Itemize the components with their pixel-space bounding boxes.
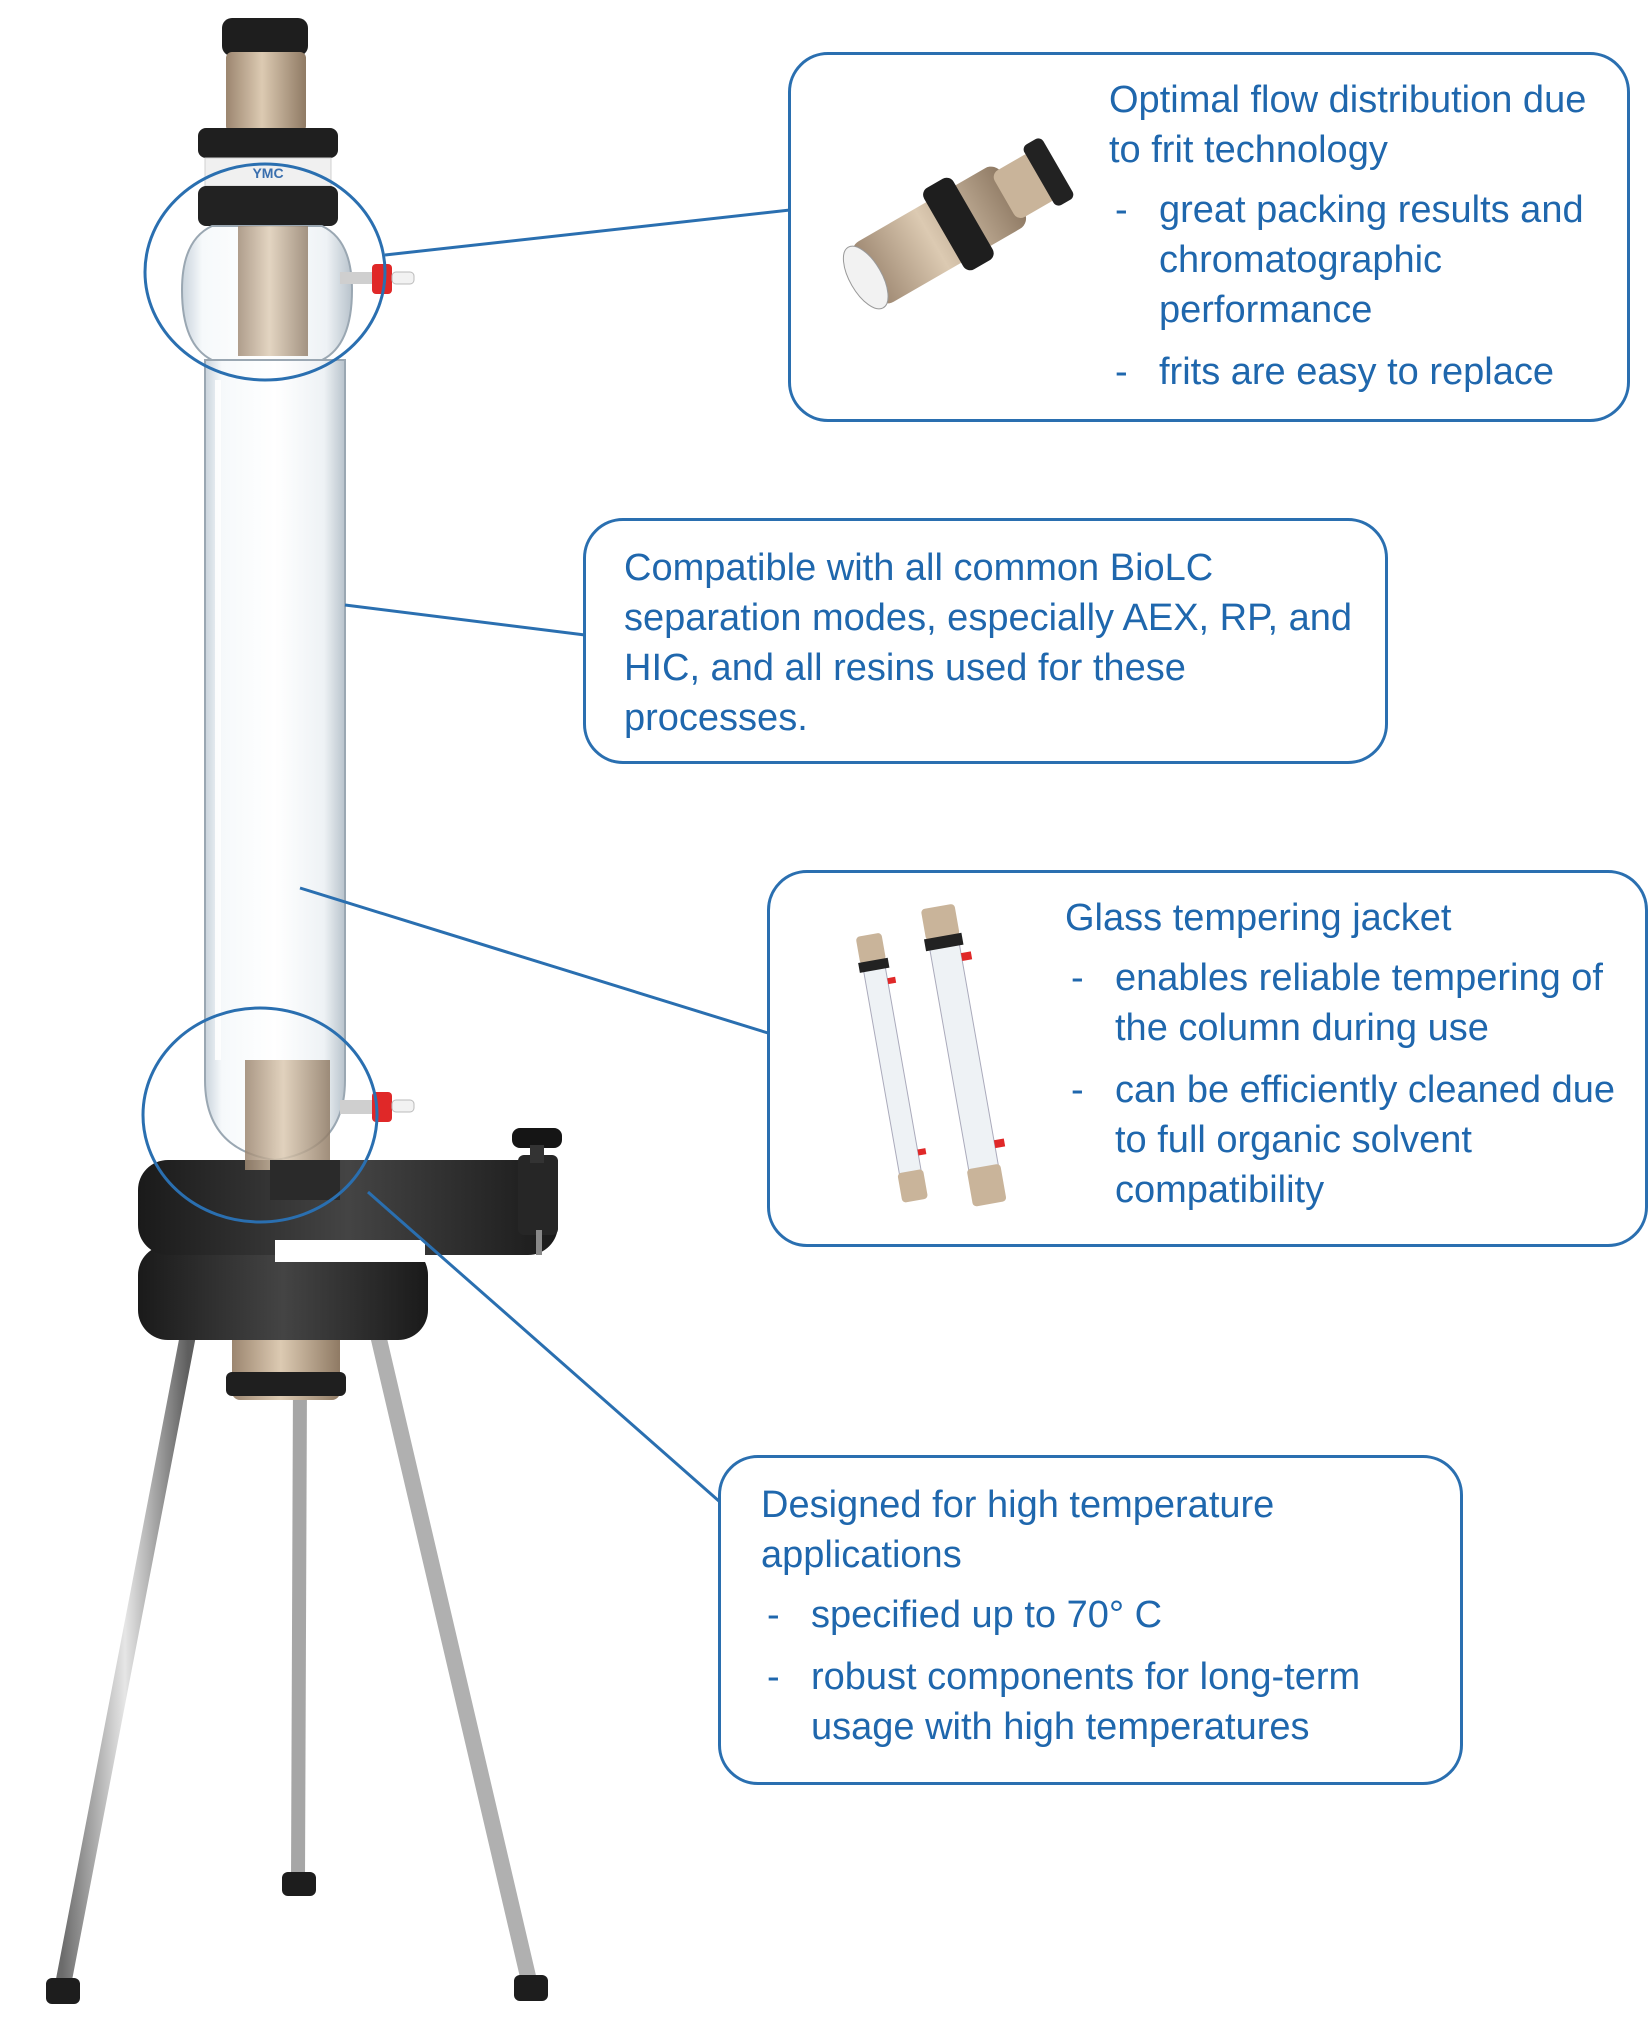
base-upper-ring <box>138 1160 558 1255</box>
tripod-legs <box>46 1327 548 2004</box>
temperature-bullet-2: robust components for long-term usage wi… <box>761 1652 1451 1752</box>
top-ring-1 <box>198 128 338 158</box>
temperature-bullets: specified up to 70° C robust components … <box>761 1590 1451 1752</box>
upper-red-port <box>372 264 392 294</box>
upper-side-tube <box>340 272 374 284</box>
clamp-pin <box>536 1230 542 1255</box>
leader-line-jacket <box>299 886 769 1035</box>
jacket-bullets: enables reliable tempering of the column… <box>1065 953 1635 1215</box>
leader-line-compat <box>344 603 586 637</box>
top-cap <box>222 18 308 56</box>
leader-line-frit <box>384 208 791 257</box>
highlight-circle-top <box>143 162 387 382</box>
leader-line-temperature <box>367 1190 721 1504</box>
leg-right <box>370 1327 538 1993</box>
base-label-band <box>275 1240 425 1262</box>
column-base <box>138 1128 562 1340</box>
lower-side-tube <box>340 1100 380 1114</box>
base-lower-ring <box>138 1245 428 1340</box>
leg-left <box>54 1327 196 1998</box>
base-clamp-arm <box>518 1155 558 1235</box>
frit-title: Optimal flow distribution due to frit te… <box>1109 79 1587 171</box>
glass-column <box>204 359 415 1200</box>
jacket-title: Glass tempering jacket <box>1065 897 1452 939</box>
compat-text: Compatible with all common BioLC separat… <box>624 547 1353 739</box>
foot-right <box>514 1975 548 2001</box>
lower-white-barb <box>391 1099 415 1113</box>
frit-bullet-2: frits are easy to replace <box>1109 347 1619 397</box>
frit-bullet-1: great packing results and chromatographi… <box>1109 185 1619 335</box>
highlight-circle-bottom <box>141 1006 379 1224</box>
lower-frit-adapter <box>245 1060 330 1170</box>
glass-tube <box>204 359 346 1162</box>
lower-nut <box>270 1160 340 1200</box>
callout-temperature: Designed for high temperature applicatio… <box>718 1455 1463 1785</box>
callout-frit: Optimal flow distribution due to frit te… <box>788 52 1630 422</box>
temperature-title: Designed for high temperature applicatio… <box>761 1484 1275 1576</box>
clamp-knob-stem <box>530 1145 544 1163</box>
foot-back <box>282 1872 316 1896</box>
top-assembly: YMC <box>180 18 415 361</box>
brand-label: YMC <box>252 165 283 181</box>
callout-jacket: Glass tempering jacket enables reliable … <box>767 870 1648 1247</box>
upper-frit-adapter <box>238 226 308 356</box>
frit-adapter-image <box>842 138 1074 310</box>
outlet-nut <box>226 1372 346 1396</box>
top-ring-2 <box>198 186 338 226</box>
top-fitting <box>226 52 306 132</box>
foot-left <box>46 1978 80 2004</box>
jacket-bullet-2: can be efficiently cleaned due to full o… <box>1065 1065 1635 1215</box>
jacket-columns-image <box>856 904 1007 1207</box>
callout-compat: Compatible with all common BioLC separat… <box>583 518 1388 764</box>
temperature-bullet-1: specified up to 70° C <box>761 1590 1451 1640</box>
leg-back <box>291 1373 307 1887</box>
upper-white-barb <box>391 271 415 285</box>
clamp-knob <box>512 1128 562 1148</box>
jacket-bullet-1: enables reliable tempering of the column… <box>1065 953 1635 1053</box>
frit-bullets: great packing results and chromatographi… <box>1109 185 1619 397</box>
